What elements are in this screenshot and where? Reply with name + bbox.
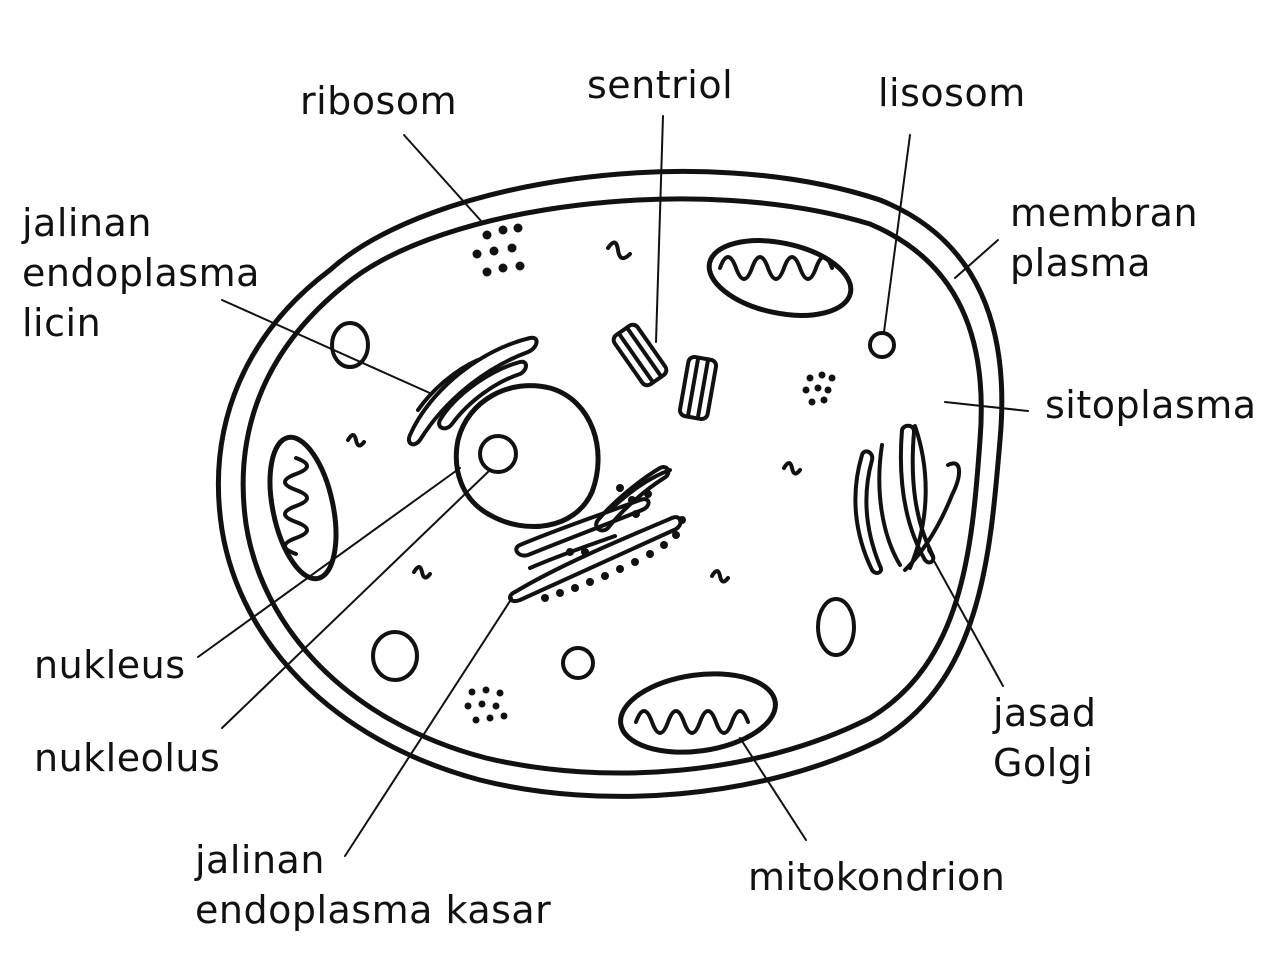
label-kasar-line2: endoplasma kasar xyxy=(195,888,552,932)
label-membran-line1: membran xyxy=(1010,191,1199,235)
mitochondrion-bottom xyxy=(618,671,778,755)
label-golgi-line1: jasad xyxy=(993,691,1097,735)
leader-lisosom xyxy=(883,134,911,333)
leader-lines xyxy=(197,115,1029,857)
label-lisosom: lisosom xyxy=(878,71,1026,115)
leader-sitoplasma xyxy=(944,401,1029,412)
label-licin-line1: jalinan xyxy=(22,201,152,245)
leader-sentriol xyxy=(655,115,664,343)
leader-membran xyxy=(954,239,999,279)
ribosome-cluster-right xyxy=(802,371,836,406)
label-licin-line3: licin xyxy=(22,301,102,345)
nucleolus xyxy=(478,434,518,474)
rough-endoplasmic-reticulum xyxy=(508,465,686,603)
leader-licin xyxy=(221,299,433,395)
label-sitoplasma: sitoplasma xyxy=(1045,383,1257,427)
vesicles xyxy=(330,321,856,682)
leader-nukleolus xyxy=(221,469,491,729)
mitochondrion-top-right xyxy=(706,238,854,318)
plasma-membrane xyxy=(216,168,1005,799)
label-nukleolus: nukleolus xyxy=(34,736,221,780)
centrioles xyxy=(611,322,719,422)
label-licin-line2: endoplasma xyxy=(22,251,260,295)
lysosome xyxy=(868,331,896,359)
leader-mitokondrion xyxy=(739,737,807,841)
label-sentriol: sentriol xyxy=(587,63,734,107)
label-ribosom: ribosom xyxy=(300,79,458,123)
mitochondrion-left xyxy=(267,434,339,582)
golgi-body xyxy=(853,423,961,575)
nucleus xyxy=(453,383,601,529)
leader-nukleus xyxy=(197,467,461,658)
label-membran-line2: plasma xyxy=(1010,241,1152,285)
leader-ribosom xyxy=(403,134,483,223)
label-nukleus: nukleus xyxy=(34,643,186,687)
label-golgi-line2: Golgi xyxy=(993,741,1094,785)
ribosome-cluster-bottom xyxy=(464,686,508,724)
label-mitokondrion: mitokondrion xyxy=(748,855,1006,899)
smooth-endoplasmic-reticulum xyxy=(407,335,539,447)
leader-kasar xyxy=(344,597,513,857)
leader-golgi xyxy=(927,549,1004,687)
label-kasar-line1: jalinan xyxy=(195,838,325,882)
ribosome-cluster-top xyxy=(472,223,525,277)
cytoplasm-squiggles xyxy=(346,240,802,584)
